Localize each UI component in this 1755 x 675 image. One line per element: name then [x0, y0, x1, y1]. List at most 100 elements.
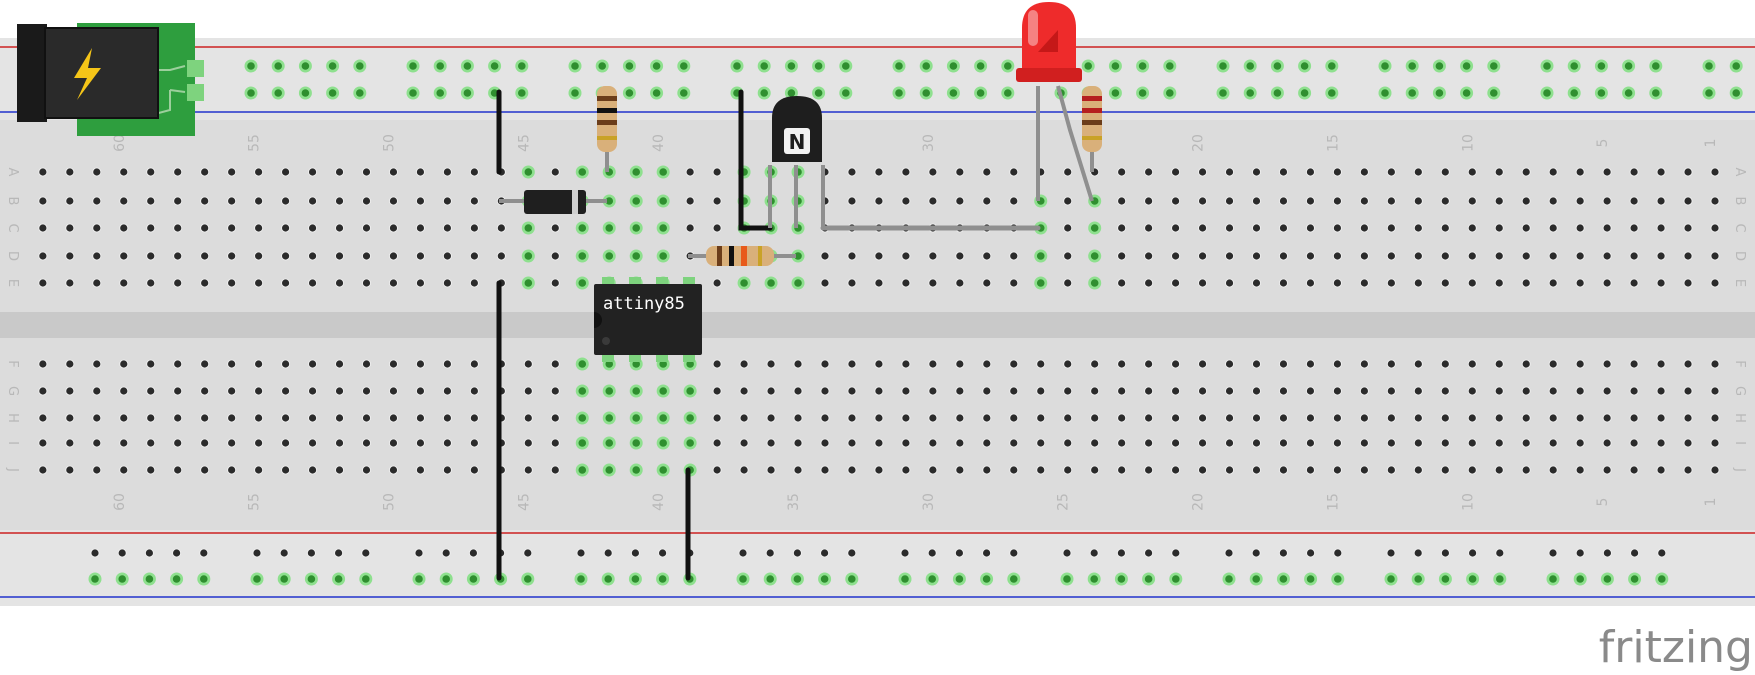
rail-bot-0-7-1 [1252, 549, 1260, 557]
hole-I49 [416, 439, 425, 447]
resistor-base-band-2 [729, 246, 734, 266]
hole-E17 [1279, 279, 1288, 287]
hole-H21 [1172, 414, 1180, 422]
diode-cathode-band [572, 190, 578, 214]
rail-bot-0-9-1 [1576, 549, 1584, 557]
hole-E30 [929, 279, 937, 287]
chip-pin-6 [656, 277, 668, 286]
hole-C23 [1118, 224, 1126, 232]
rail-bot-1-1-1 [280, 575, 289, 583]
hole-C16 [1306, 224, 1315, 232]
rail-bot-1-8-2 [1441, 575, 1450, 583]
hole-G24 [1091, 387, 1099, 395]
hole-E3 [1657, 279, 1665, 287]
hole-I36 [767, 439, 775, 447]
hole-F35 [794, 360, 802, 368]
hole-C6 [1576, 224, 1584, 232]
hole-G23 [1118, 387, 1126, 395]
hole-D13 [1387, 252, 1395, 260]
hole-G9 [1495, 387, 1503, 395]
hole-I7 [1549, 439, 1557, 447]
hole-F50 [389, 360, 398, 368]
hole-J28 [983, 466, 991, 474]
hole-A63 [39, 168, 47, 176]
rail-top-0-2-4 [680, 62, 688, 70]
hole-E57 [201, 279, 209, 287]
rail-bot-1-8-0 [1387, 575, 1395, 583]
col-number-top-15: 15 [1325, 134, 1341, 152]
hole-J60 [120, 466, 128, 474]
chip-label: attiny85 [603, 294, 685, 314]
hole-H48 [443, 414, 452, 422]
hole-C8 [1522, 224, 1530, 232]
row-label-right-E: E [1732, 279, 1747, 287]
hole-G2 [1684, 387, 1692, 395]
hole-D5 [1603, 252, 1611, 260]
hole-F38 [713, 360, 721, 368]
hole-I15 [1333, 439, 1342, 447]
rail-top-0-0-0 [247, 62, 255, 70]
rail-bot-1-5-4 [1010, 575, 1018, 583]
hole-I61 [93, 439, 101, 447]
rail-top-0-1-2 [463, 62, 472, 70]
rail-top-0-5-4 [1166, 62, 1174, 70]
rail-top-0-7-2 [1435, 62, 1444, 70]
chip-pin-7 [629, 277, 641, 286]
hole-D21 [1172, 252, 1180, 260]
hole-H11 [1441, 414, 1449, 422]
hole-H60 [120, 414, 128, 422]
hole-J12 [1414, 466, 1422, 474]
hole-I40 [659, 439, 667, 447]
hole-J33 [848, 466, 856, 474]
hole-H9 [1495, 414, 1503, 422]
hole-E61 [93, 279, 101, 287]
hole-C21 [1172, 224, 1180, 232]
hole-B40 [659, 197, 667, 205]
hole-J56 [228, 466, 236, 474]
hole-F23 [1118, 360, 1126, 368]
hole-B49 [416, 197, 425, 205]
hole-A14 [1360, 168, 1368, 176]
rail-top-1-7-2 [1435, 89, 1444, 97]
resistor-led-band-4 [1082, 136, 1102, 140]
hole-D63 [39, 252, 47, 260]
hole-G47 [470, 387, 478, 395]
hole-G59 [147, 387, 155, 395]
hole-B28 [983, 197, 991, 205]
resistor-base-band-1 [717, 246, 722, 266]
hole-B56 [228, 197, 236, 205]
chip-pin-8 [602, 277, 614, 286]
rail-bot-1-3-1 [604, 575, 612, 583]
hole-F1 [1711, 360, 1719, 368]
row-label-left-G: G [5, 386, 20, 396]
hole-J1 [1711, 466, 1719, 474]
hole-B9 [1495, 197, 1503, 205]
chip-body [594, 284, 702, 355]
row-label-left-I: I [5, 441, 20, 445]
rail-bot-0-4-4 [848, 549, 856, 557]
hole-H19 [1225, 414, 1234, 422]
hole-H49 [416, 414, 425, 422]
hole-F30 [929, 360, 937, 368]
hole-I31 [902, 439, 910, 447]
hole-J55 [255, 466, 263, 474]
led-rim [1016, 68, 1082, 82]
resistor-base [688, 246, 796, 266]
hole-H37 [740, 414, 748, 422]
hole-H44 [551, 414, 559, 422]
hole-C3 [1657, 224, 1665, 232]
rail-top-1-3-2 [787, 89, 796, 97]
top-power-rail [0, 38, 1755, 120]
hole-F31 [902, 360, 910, 368]
hole-B33 [848, 197, 856, 205]
rail-bot-0-8-0 [1387, 549, 1395, 557]
hole-G26 [1037, 387, 1045, 395]
rail-top-0-7-0 [1381, 62, 1389, 70]
row-label-right-F: F [1732, 360, 1747, 367]
npn-transistor: N [768, 96, 825, 228]
hole-G17 [1279, 387, 1288, 395]
hole-F60 [120, 360, 128, 368]
rail-top-0-3-1 [760, 62, 768, 70]
resistor-base-body [706, 246, 774, 266]
hole-G43 [578, 387, 587, 395]
